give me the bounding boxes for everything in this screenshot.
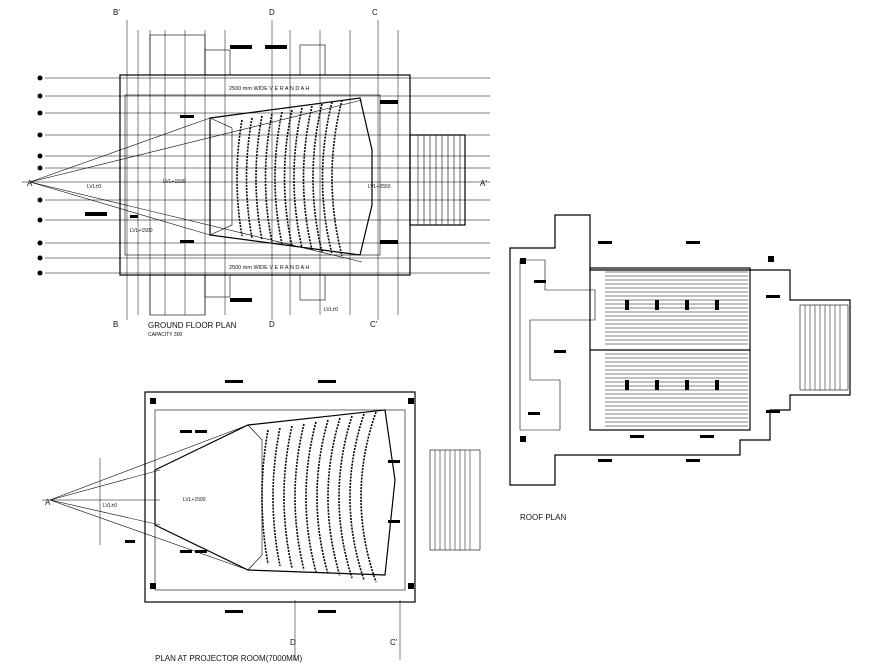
gf-verandah-top-label: 2500 mm WIDE V E R A N D A H [229, 86, 309, 92]
gf-hall-level: LVL+2550 [368, 184, 391, 190]
roof-outline [509, 214, 851, 486]
gf-column-marks [85, 45, 398, 302]
gf-vertical-grid [126, 20, 399, 320]
gf-stage-edge [209, 117, 233, 236]
pr-stage-edge [247, 424, 263, 571]
roof-entrance-steps [799, 304, 849, 391]
pr-grid-lines [99, 458, 401, 660]
gf-grid-top-c: C [372, 8, 378, 17]
gf-seating [236, 99, 343, 257]
gf-entrance-steps [409, 134, 466, 226]
projector-room-plan: LVL+1500 LVL±0 A D C' PLAN AT PROJECTOR … [42, 380, 481, 663]
roof-left-wing [519, 259, 596, 431]
gf-service-blocks [149, 34, 326, 316]
gf-verandah-bottom-label: 2500 mm WIDE V E R A N D A H [229, 265, 309, 271]
gf-section-right: A' [480, 179, 487, 188]
gf-grid-top-d: D [269, 8, 275, 17]
gf-section-left: A [27, 179, 33, 188]
gf-stage-level: LVL+1500 [163, 179, 186, 185]
pr-section-left: A [45, 498, 51, 507]
gf-grid-bottom-d: D [269, 320, 275, 329]
pr-sight-lines [42, 424, 249, 571]
gf-lobby-level: LVL+1500 [130, 228, 153, 234]
gf-grid-bubbles [37, 75, 43, 276]
roof-plan: ROOF PLAN [509, 214, 851, 522]
gf-sight-lines [22, 99, 490, 263]
pr-marks [125, 380, 414, 613]
pr-entrance-steps [429, 449, 481, 551]
gf-plan-capacity: CAPACITY 300 [148, 332, 182, 338]
roof-central-frame [589, 267, 751, 431]
gf-apron-level: LVL±0 [324, 307, 338, 313]
ground-floor-plan: 2500 mm WIDE V E R A N D A H 2500 mm WID… [22, 8, 490, 338]
gf-plan-title: GROUND FLOOR PLAN [148, 321, 237, 330]
pr-grid-bottom-d: D [290, 638, 296, 647]
roof-plan-title: ROOF PLAN [520, 513, 566, 522]
pr-grid-bottom-c: C' [390, 638, 398, 647]
pr-seating [261, 411, 377, 583]
roof-marks [520, 241, 780, 462]
pr-auditorium-outline [154, 409, 396, 576]
gf-floor-level: LVL±0 [87, 184, 101, 190]
gf-grid-bottom-b: B [113, 320, 118, 329]
gf-grid-top-b: B' [113, 8, 120, 17]
gf-inner-wall [124, 94, 381, 256]
roof-sheeting [605, 271, 748, 427]
pr-floor-level: LVL±0 [103, 503, 117, 509]
pr-stage-level: LVL+1500 [183, 497, 206, 503]
gf-grid-bottom-c: C' [370, 320, 378, 329]
gf-horizontal-grid [45, 77, 490, 274]
pr-outer-wall [144, 391, 416, 603]
pr-plan-title: PLAN AT PROJECTOR ROOM(7000MM) [155, 654, 302, 663]
